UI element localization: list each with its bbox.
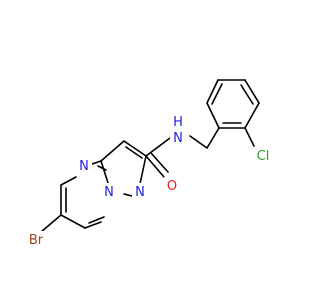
atom-labels: N N N N H O Br Cl [24,115,274,248]
atom-label-n-bridge: N [104,185,114,200]
bonds [40,79,260,233]
bond [125,146,143,159]
bond [139,155,147,185]
bond [100,140,125,162]
bond [240,84,254,105]
bond [60,176,77,186]
atom-label-carbonyl-o: O [167,179,177,194]
bond [206,79,219,104]
bond [150,152,169,173]
bond [88,216,105,224]
bond [100,160,110,187]
bond [97,165,107,171]
bond [40,214,62,233]
atom-label-amide-n: N [173,131,183,146]
bond [84,221,102,229]
bond [244,102,260,129]
bond [145,137,171,157]
bond [244,127,255,147]
atom-label-n-pyrimidine: N [79,159,89,174]
bond [189,135,208,149]
bond [91,160,102,165]
bond [244,79,260,104]
bond [206,102,220,129]
bond [211,83,223,105]
bond [123,140,147,157]
atom-label-amide-h: H [173,115,183,130]
atom-label-bromine: Br [29,233,44,248]
bond [123,193,133,197]
bond [206,127,220,149]
structure-diagram: N N N N H O Br Cl [24,79,274,248]
atom-label-n-pyrazole: N [135,185,145,200]
bond [145,155,165,178]
molecule-canvas: N N N N H O Br Cl [24,79,274,248]
bond [60,214,86,229]
atom-label-chlorine: Cl [257,149,270,164]
